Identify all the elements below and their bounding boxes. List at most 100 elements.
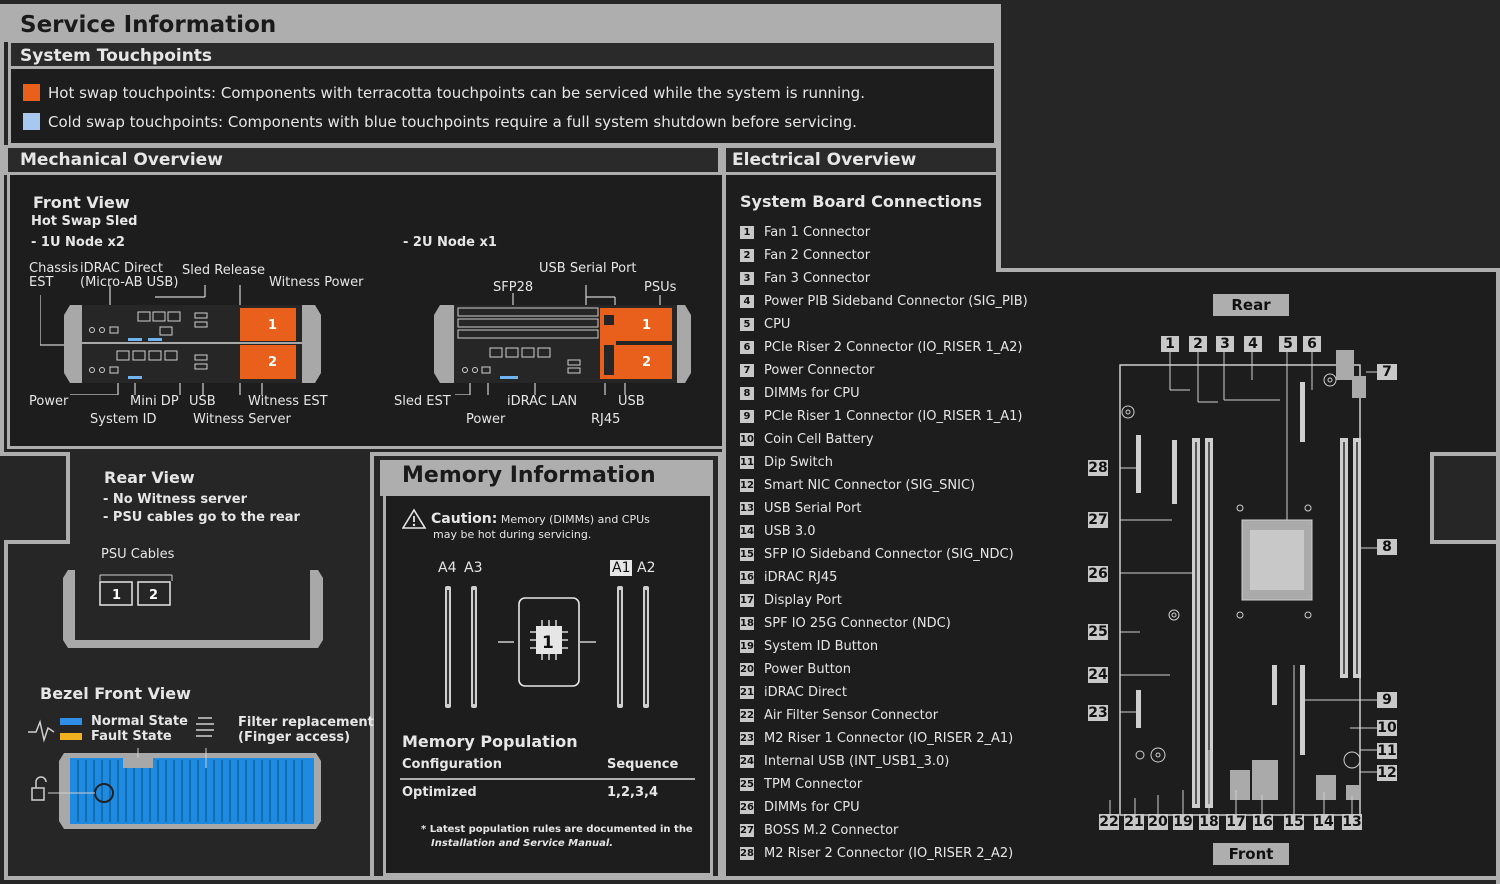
est-label: EST <box>29 275 54 290</box>
frame-notch-c <box>4 540 70 544</box>
board-notch-a <box>1430 452 1500 456</box>
psu-1-label: 1 <box>642 318 651 333</box>
filter-icon <box>196 717 214 737</box>
connection-label: SFP IO Sideband Connector (SIG_NDC) <box>764 547 1014 562</box>
electrical-frame-inner <box>996 175 1000 273</box>
frame-notch-b <box>66 452 70 544</box>
connection-number: 15 <box>740 548 754 561</box>
chassis-label: Chassis <box>29 261 79 276</box>
connection-number: 6 <box>740 341 754 354</box>
connection-label: System ID Button <box>764 639 879 654</box>
frame-bottom-left <box>4 876 374 880</box>
sled-release-label: Sled Release <box>182 263 266 278</box>
connection-label: PCIe Riser 1 Connector (IO_RISER 1_A1) <box>764 409 1023 424</box>
power-label-2u: Power <box>466 412 506 427</box>
connection-label: Power PIB Sideband Connector (SIG_PIB) <box>764 294 1028 309</box>
connection-number: 9 <box>740 410 754 423</box>
cold-swap-text: Cold swap touchpoints: Components with b… <box>48 113 857 131</box>
connection-number: 3 <box>740 272 754 285</box>
frame-left-lower <box>4 540 8 880</box>
board-notch-b <box>1430 452 1434 544</box>
connection-label: DIMMs for CPU <box>764 386 860 401</box>
micro-ab-label: (Micro-AB USB) <box>80 275 179 290</box>
connection-number: 17 <box>740 594 754 607</box>
caution-line1: Caution: Memory (DIMMs) and CPUs <box>431 511 650 527</box>
bezel-front-title: Bezel Front View <box>40 684 191 703</box>
row-config: Optimized <box>402 785 477 800</box>
connection-number: 13 <box>740 502 754 515</box>
slot-a3-label: A3 <box>464 560 483 576</box>
callout-top: 6 <box>1303 336 1321 352</box>
connection-number: 16 <box>740 571 754 584</box>
callout-bottom: 13 <box>1342 814 1362 830</box>
connection-number: 8 <box>740 387 754 400</box>
front-view-1u-diagram: 1 2 <box>40 285 321 395</box>
connection-item: 8 DIMMs for CPU <box>740 384 860 404</box>
hot-swap-swatch <box>23 84 40 101</box>
callout-bottom: 20 <box>1148 814 1168 830</box>
usb-label-1u: USB <box>189 394 216 409</box>
slot-a1-label: A1 <box>610 560 633 576</box>
connection-label: BOSS M.2 Connector <box>764 823 899 838</box>
connection-label: Smart NIC Connector (SIG_SNIC) <box>764 478 976 493</box>
usb-serial-label: USB Serial Port <box>539 261 637 276</box>
bezel-diagram <box>31 748 321 829</box>
connection-label: USB 3.0 <box>764 524 816 539</box>
callout-top: 5 <box>1279 336 1297 352</box>
connection-number: 2 <box>740 249 754 262</box>
service-title: Service Information <box>4 8 1000 42</box>
frame-right-upper <box>997 4 1001 272</box>
power-label: Power <box>29 394 69 409</box>
frame-notch-a <box>4 452 70 456</box>
connection-label: USB Serial Port <box>764 501 862 516</box>
connection-number: 27 <box>740 824 754 837</box>
board-notch-c <box>1430 540 1500 544</box>
filter-replacement-label: Filter replacement <box>238 715 374 730</box>
connection-number: 18 <box>740 617 754 630</box>
callout-right: 8 <box>1377 539 1397 555</box>
memory-title: Memory Information <box>402 463 656 488</box>
health-pulse-icon <box>28 718 82 743</box>
connection-label: Fan 2 Connector <box>764 248 871 263</box>
connection-item: 9 PCIe Riser 1 Connector (IO_RISER 1_A1) <box>740 407 1023 427</box>
callout-top: 3 <box>1216 336 1234 352</box>
hot-swap-sled-label: Hot Swap Sled <box>31 214 138 229</box>
callout-right: 12 <box>1377 765 1397 781</box>
connection-number: 12 <box>740 479 754 492</box>
callout-top: 4 <box>1244 336 1262 352</box>
frame-step <box>997 268 1500 272</box>
idrac-direct-label: iDRAC Direct <box>80 261 163 276</box>
connection-number: 5 <box>740 318 754 331</box>
witness-est-label: Witness EST <box>248 394 328 409</box>
no-witness-note: - No Witness server <box>103 492 248 507</box>
col-sequence-header: Sequence <box>607 757 679 772</box>
connection-label: Power Button <box>764 662 851 677</box>
connection-number: 23 <box>740 732 754 745</box>
cpu-chip-glyph: 1 <box>542 633 554 653</box>
connection-item: 13 USB Serial Port <box>740 499 862 519</box>
fault-state-label: Fault State <box>91 729 172 744</box>
frame-left <box>0 4 4 456</box>
memory-frame-bottom <box>374 876 722 880</box>
rear-label: Rear <box>1213 294 1289 316</box>
connection-item: 18 SPF IO 25G Connector (NDC) <box>740 614 951 634</box>
witness-server-label: Witness Server <box>193 412 291 427</box>
callout-left: 28 <box>1088 460 1108 476</box>
rear-view-title: Rear View <box>104 468 195 487</box>
connection-number: 24 <box>740 755 754 768</box>
callout-right: 7 <box>1377 364 1397 380</box>
rj45-label: RJ45 <box>591 412 621 427</box>
connection-label: SPF IO 25G Connector (NDC) <box>764 616 951 631</box>
connection-label: Fan 1 Connector <box>764 225 871 240</box>
